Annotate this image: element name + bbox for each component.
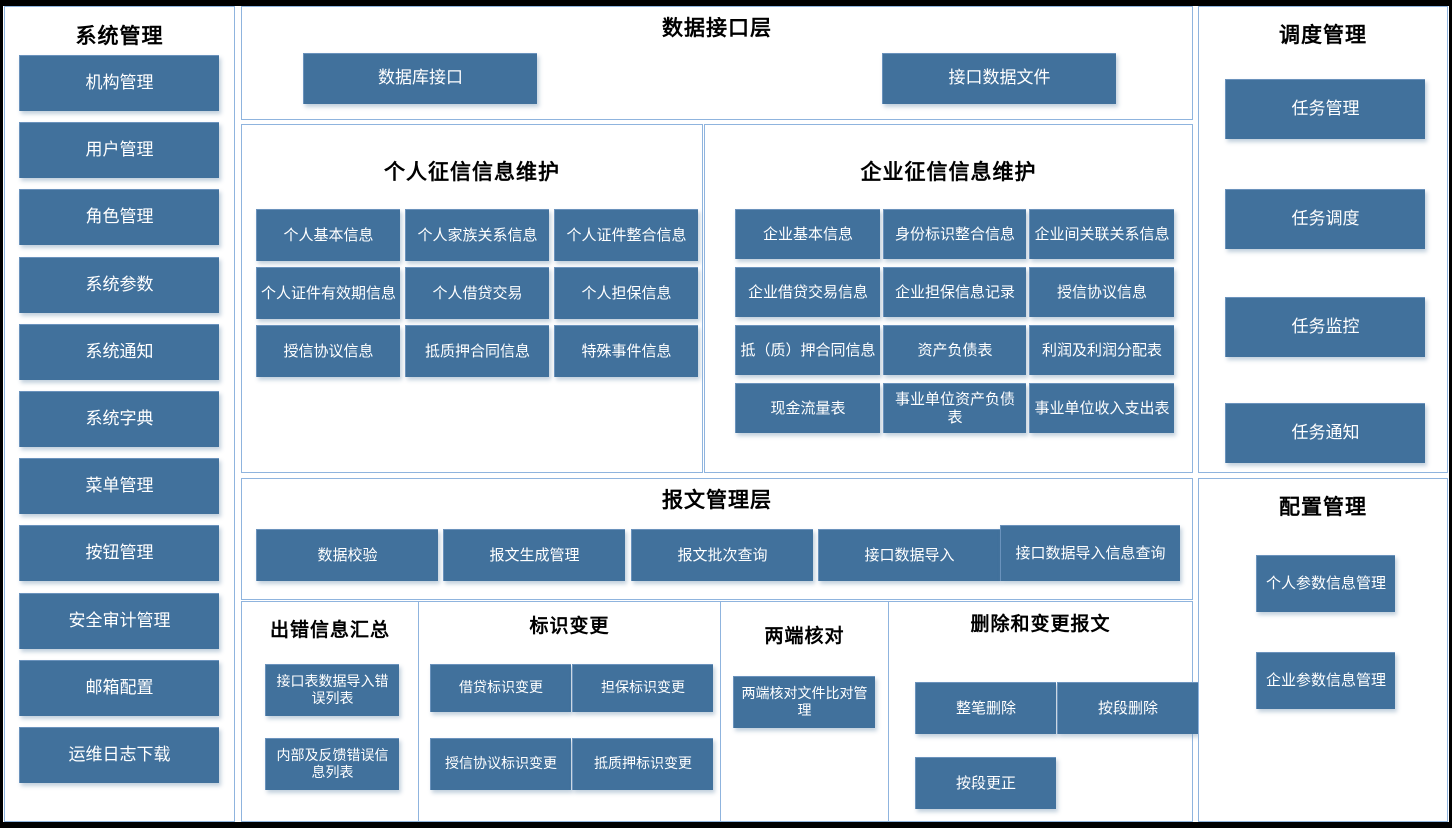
sidebar-item-sysnotice[interactable]: 系统通知	[19, 324, 219, 380]
tile-identity-integration[interactable]: 身份标识整合信息	[883, 209, 1026, 259]
tile-balance-sheet[interactable]: 资产负债表	[883, 325, 1026, 375]
sidebar-item-mailbox[interactable]: 邮箱配置	[19, 660, 219, 716]
panel-delete-change-message: 删除和变更报文 整笔删除 按段删除 按段更正	[888, 601, 1198, 822]
tile-message-batch-query[interactable]: 报文批次查询	[631, 529, 813, 581]
tile-personal-id-integration[interactable]: 个人证件整合信息	[554, 209, 698, 261]
panel-title-data-interface-layer: 数据接口层	[662, 16, 772, 40]
tile-personal-special-event[interactable]: 特殊事件信息	[554, 325, 698, 377]
frame-top-border	[0, 0, 1452, 6]
panel-title-message-management: 报文管理层	[662, 488, 772, 512]
tile-loan-flag-change[interactable]: 借贷标识变更	[430, 664, 571, 712]
tile-enterprise-param-config[interactable]: 企业参数信息管理	[1256, 652, 1395, 709]
panel-config-management: 配置管理 个人参数信息管理 企业参数信息管理	[1198, 478, 1448, 822]
panel-title-error-summary: 出错信息汇总	[269, 619, 390, 641]
tile-two-end-file-compare[interactable]: 两端核对文件比对管理	[733, 676, 875, 728]
tile-personal-mortgage-contract[interactable]: 抵质押合同信息	[405, 325, 549, 377]
tile-interface-table-import-error-list[interactable]: 接口表数据导入错误列表	[265, 664, 399, 716]
panel-message-management-layer: 报文管理层 数据校验 报文生成管理 报文批次查询 接口数据导入 接口数据导入信息…	[241, 478, 1193, 600]
panel-title-system-management: 系统管理	[75, 24, 164, 48]
tile-whole-delete[interactable]: 整笔删除	[915, 682, 1056, 734]
sidebar-item-button[interactable]: 按钮管理	[19, 525, 219, 581]
panel-title-flag-change: 标识变更	[529, 615, 610, 637]
tile-interface-data-file[interactable]: 接口数据文件	[882, 53, 1116, 104]
panel-title-config-management: 配置管理	[1279, 495, 1367, 519]
panel-title-two-end-check: 两端核对	[764, 625, 845, 647]
tile-personal-param-config[interactable]: 个人参数信息管理	[1256, 555, 1395, 612]
panel-title-delete-change-message: 删除和变更报文	[970, 613, 1111, 635]
tile-institution-income-sheet[interactable]: 事业单位收入支出表	[1029, 383, 1174, 433]
tile-mortgage-contract-info[interactable]: 抵（质）押合同信息	[735, 325, 880, 375]
panel-title-schedule-management: 调度管理	[1279, 23, 1367, 47]
sidebar-item-sysparams[interactable]: 系统参数	[19, 257, 219, 313]
sidebar-item-organization[interactable]: 机构管理	[19, 55, 219, 111]
panel-schedule-management: 调度管理 任务管理 任务调度 任务监控 任务通知	[1198, 6, 1448, 473]
panel-system-management: 系统管理 机构管理 用户管理 角色管理 系统参数 系统通知 系统字典 菜单管理 …	[4, 6, 235, 822]
tile-interface-import-info-query[interactable]: 接口数据导入信息查询	[1000, 525, 1180, 581]
tile-credit-agreement-flag-change[interactable]: 授信协议标识变更	[430, 738, 571, 790]
panel-enterprise-credit-maintenance: 企业征信信息维护 企业基本信息 身份标识整合信息 企业间关联关系信息 企业借贷交…	[704, 124, 1193, 473]
panel-personal-credit-maintenance: 个人征信信息维护 个人基本信息 个人家族关系信息 个人证件整合信息 个人证件有效…	[241, 124, 703, 473]
tile-personal-id-validity[interactable]: 个人证件有效期信息	[256, 267, 400, 319]
tile-message-generation[interactable]: 报文生成管理	[443, 529, 625, 581]
tile-task-notice[interactable]: 任务通知	[1225, 403, 1425, 463]
tile-institution-balance-sheet[interactable]: 事业单位资产负债表	[883, 383, 1026, 433]
tile-guarantee-flag-change[interactable]: 担保标识变更	[572, 664, 713, 712]
sidebar-item-oplog[interactable]: 运维日志下载	[19, 727, 219, 783]
panel-flag-change: 标识变更 借贷标识变更 担保标识变更 授信协议标识变更 抵质押标识变更	[418, 601, 721, 822]
tile-internal-feedback-error-list[interactable]: 内部及反馈错误信息列表	[265, 738, 399, 790]
tile-task-monitor[interactable]: 任务监控	[1225, 297, 1425, 357]
tile-enterprise-basic-info[interactable]: 企业基本信息	[735, 209, 880, 259]
tile-personal-loan-trade[interactable]: 个人借贷交易	[405, 267, 549, 319]
sidebar-item-audit[interactable]: 安全审计管理	[19, 593, 219, 649]
tile-database-interface[interactable]: 数据库接口	[303, 53, 537, 104]
sidebar-item-sysdict[interactable]: 系统字典	[19, 391, 219, 447]
frame-bottom-border	[0, 822, 1452, 828]
tile-personal-guarantee-info[interactable]: 个人担保信息	[554, 267, 698, 319]
sidebar-item-menu[interactable]: 菜单管理	[19, 458, 219, 514]
frame-right-border	[1449, 0, 1452, 828]
tile-interface-data-import[interactable]: 接口数据导入	[818, 529, 1000, 581]
tile-enterprise-guarantee-record[interactable]: 企业担保信息记录	[883, 267, 1026, 317]
sidebar-item-role[interactable]: 角色管理	[19, 189, 219, 245]
panel-title-personal-credit: 个人征信信息维护	[384, 160, 560, 184]
tile-enterprise-credit-agreement[interactable]: 授信协议信息	[1029, 267, 1174, 317]
tile-enterprise-relation[interactable]: 企业间关联关系信息	[1029, 209, 1174, 259]
frame-left-border	[0, 0, 3, 828]
tile-mortgage-flag-change[interactable]: 抵质押标识变更	[572, 738, 713, 790]
tile-task-schedule[interactable]: 任务调度	[1225, 189, 1425, 249]
panel-title-enterprise-credit: 企业征信信息维护	[860, 160, 1037, 184]
tile-profit-distribution-sheet[interactable]: 利润及利润分配表	[1029, 325, 1174, 375]
tile-personal-basic-info[interactable]: 个人基本信息	[256, 209, 400, 261]
tile-enterprise-loan-trade[interactable]: 企业借贷交易信息	[735, 267, 880, 317]
panel-two-end-check: 两端核对 两端核对文件比对管理	[720, 601, 889, 822]
tile-personal-family-relation[interactable]: 个人家族关系信息	[405, 209, 549, 261]
tile-cash-flow-sheet[interactable]: 现金流量表	[735, 383, 880, 433]
tile-personal-credit-agreement[interactable]: 授信协议信息	[256, 325, 400, 377]
tile-task-management[interactable]: 任务管理	[1225, 79, 1425, 139]
tile-segment-delete[interactable]: 按段删除	[1057, 682, 1198, 734]
sidebar-item-user[interactable]: 用户管理	[19, 122, 219, 178]
tile-segment-correct[interactable]: 按段更正	[915, 757, 1056, 809]
tile-data-validation[interactable]: 数据校验	[256, 529, 438, 581]
panel-data-interface-layer: 数据接口层 数据库接口 接口数据文件	[241, 6, 1193, 120]
panel-error-summary: 出错信息汇总 接口表数据导入错误列表 内部及反馈错误信息列表	[241, 601, 419, 822]
